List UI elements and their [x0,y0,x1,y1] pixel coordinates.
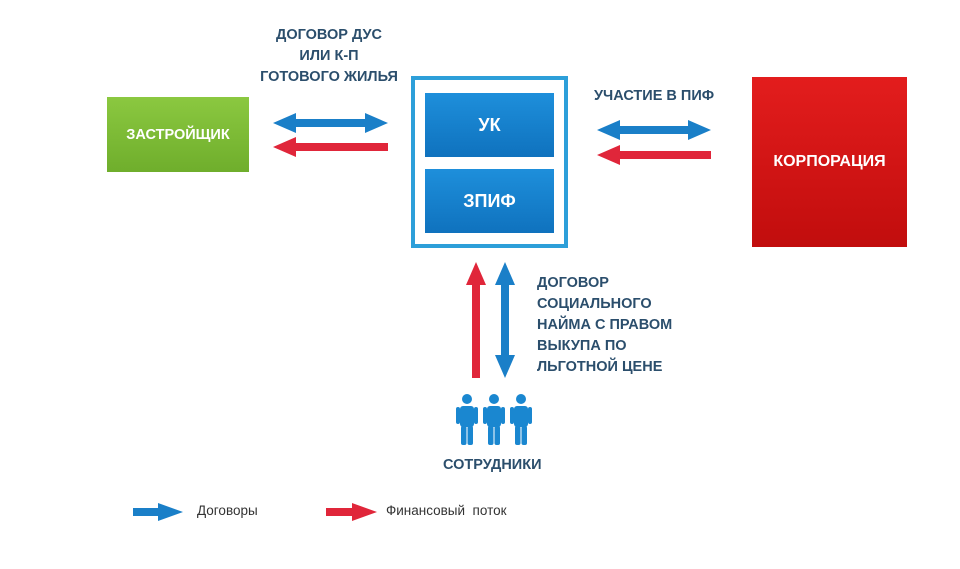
employees-contract-label: ДОГОВОР СОЦИАЛЬНОГО НАЙМА С ПРАВОМ ВЫКУП… [537,273,672,378]
developer-label: ЗАСТРОЙЩИК [126,126,230,143]
employees-contract-line-3: НАЙМА С ПРАВОМ [537,317,673,333]
corporation-label: КОРПОРАЦИЯ [773,153,886,170]
corporation-participation-label: УЧАСТИЕ В ПИФ [594,88,715,104]
developer-financial-arrow [273,137,388,157]
corporation-contract-arrow [597,120,711,140]
employees-contract-arrow [495,262,515,378]
legend-contract-arrow [133,503,183,521]
fund-box: ЗПИФ [425,169,554,233]
corporation-box: КОРПОРАЦИЯ [752,77,907,247]
employees-contract-line-1: ДОГОВОР [537,275,609,291]
developer-contract-arrow [273,113,388,133]
corporation-financial-arrow [597,145,711,165]
employees-financial-arrow [466,262,486,378]
fund-label: ЗПИФ [463,190,516,211]
people-icon [456,394,532,445]
management-company-box: УК [425,93,554,157]
legend-financial-arrow [326,503,377,521]
employees-label: СОТРУДНИКИ [443,457,542,473]
legend-financial-label: Финансовый поток [386,503,507,518]
management-company-label: УК [478,114,501,135]
employees-contract-line-2: СОЦИАЛЬНОГО [537,296,652,312]
developer-contract-line-2: ИЛИ К-П [299,48,359,64]
employees-contract-line-4: ВЫКУПА ПО [537,338,627,354]
developer-box: ЗАСТРОЙЩИК [107,97,249,172]
legend-contracts-label: Договоры [197,503,258,518]
employees-contract-line-5: ЛЬГОТНОЙ ЦЕНЕ [537,359,663,375]
developer-contract-label: ДОГОВОР ДУС ИЛИ К-П ГОТОВОГО ЖИЛЬЯ [250,25,408,88]
developer-contract-line-1: ДОГОВОР ДУС [275,27,382,43]
developer-contract-line-3: ГОТОВОГО ЖИЛЬЯ [260,69,398,85]
